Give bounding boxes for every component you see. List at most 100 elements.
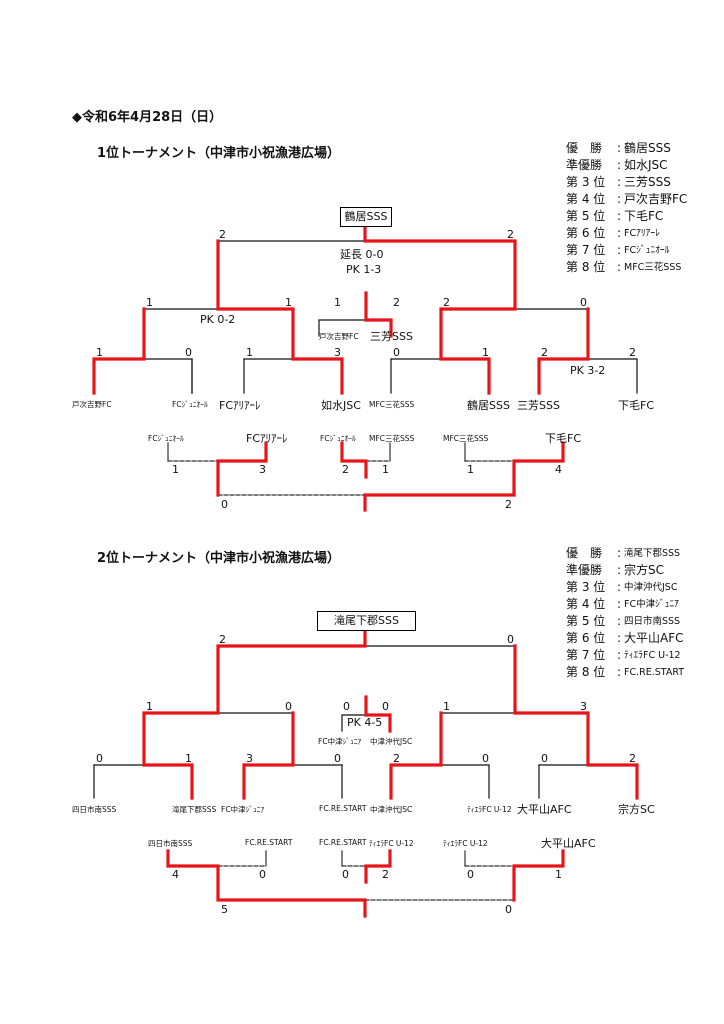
- team-name: MFC三花SSS: [369, 434, 415, 443]
- score: 0: [467, 868, 474, 881]
- score: 0: [96, 752, 103, 765]
- score: 2: [219, 633, 226, 646]
- score: 0: [334, 752, 341, 765]
- score: 3: [580, 700, 587, 713]
- score: 2: [541, 346, 548, 359]
- team-name: 四日市南SSS: [72, 805, 117, 814]
- rank-team: 下毛FC: [624, 209, 664, 223]
- result-row: 優 勝:鶴居SSS: [566, 141, 671, 155]
- result-row: 優 勝:滝尾下郡SSS: [566, 546, 681, 560]
- rank-team: 宗方SC: [624, 563, 664, 577]
- t1-placement-solid: [167, 442, 466, 462]
- team-name: 四日市南SSS: [148, 839, 193, 848]
- score: 1: [172, 463, 179, 476]
- score: 0: [482, 752, 489, 765]
- t1-placement-winner: [216, 441, 565, 512]
- score: 2: [505, 498, 512, 511]
- score: 0: [505, 903, 512, 916]
- rank-label: 第 6 位: [566, 226, 606, 240]
- rank-label: 第 8 位: [566, 260, 606, 274]
- score: 1: [467, 463, 474, 476]
- extra-time-note: 延長 0-0: [340, 248, 384, 261]
- score: 0: [185, 346, 192, 359]
- score: 2: [629, 752, 636, 765]
- result-row: 第 3 位:三芳SSS: [566, 175, 671, 189]
- score: 0: [221, 498, 228, 511]
- rank-label: 第 3 位: [566, 580, 606, 594]
- pk-note: PK 0-2: [200, 313, 236, 326]
- score: 1: [246, 346, 253, 359]
- score: 0: [393, 346, 400, 359]
- score: 2: [507, 228, 514, 241]
- t1-champion-box: 鶴居SSS: [340, 207, 392, 227]
- t2-placement-dashed: [217, 865, 515, 901]
- team-name: 戸次吉野FC: [72, 400, 112, 409]
- result-row: 第 5 位:四日市南SSS: [566, 614, 681, 628]
- rank-label: 第 6 位: [566, 631, 606, 645]
- score: 1: [146, 296, 153, 309]
- score: 2: [443, 296, 450, 309]
- result-row: 第 4 位:FC中津ｼﾞｭﾆｱ: [566, 597, 679, 611]
- team-name: 大平山AFC: [541, 837, 596, 850]
- rank-label: 第 8 位: [566, 665, 606, 679]
- score: 2: [393, 752, 400, 765]
- team-name: 大平山AFC: [517, 803, 572, 816]
- result-row: 第 3 位:中津沖代JSC: [566, 580, 678, 594]
- score: 3: [259, 463, 266, 476]
- score: 1: [96, 346, 103, 359]
- rank-team: FC中津ｼﾞｭﾆｱ: [624, 599, 679, 610]
- score: 4: [172, 868, 179, 881]
- score: 1: [334, 296, 341, 309]
- score: 0: [507, 633, 514, 646]
- t2-winner-lines: [142, 628, 639, 800]
- t2-champion-box: 滝尾下郡SSS: [317, 611, 416, 631]
- score: 2: [393, 296, 400, 309]
- score: 2: [219, 228, 226, 241]
- rank-label: 第 5 位: [566, 209, 606, 223]
- pk-note: PK 1-3: [346, 263, 382, 276]
- score: 0: [580, 296, 587, 309]
- rank-team: 戸次吉野FC: [624, 192, 688, 206]
- rank-label: 第 4 位: [566, 192, 606, 206]
- t1-winner-lines: [92, 224, 590, 395]
- rank-label: 第 7 位: [566, 648, 606, 662]
- team-name: 三芳SSS: [517, 399, 560, 412]
- result-row: 準優勝:宗方SC: [566, 563, 664, 577]
- rank-team: 如水JSC: [624, 158, 668, 172]
- rank-team: 中津沖代JSC: [624, 582, 678, 593]
- rank-team: ﾃｨｴﾗFC U-12: [624, 650, 681, 661]
- team-name: FC.RE.START: [319, 838, 367, 847]
- tournament-2-results: 優 勝:滝尾下郡SSS 準優勝:宗方SC 第 3 位:中津沖代JSC 第 4 位…: [566, 545, 684, 681]
- rank-team: 鶴居SSS: [624, 141, 671, 155]
- team-name: FCｼﾞｭﾆｵｰﾙ: [148, 434, 184, 443]
- rank-team: MFC三花SSS: [624, 262, 682, 273]
- rank-label: 第 4 位: [566, 597, 606, 611]
- tournament-2-title: 2位トーナメント（中津市小祝漁港広場）: [97, 551, 341, 566]
- score: 1: [555, 868, 562, 881]
- rank-label: 準優勝: [566, 563, 603, 577]
- rank-team: 滝尾下郡SSS: [624, 548, 681, 559]
- rank-label: 優 勝: [566, 546, 603, 560]
- team-name: FC中津ｼﾞｭﾆｱ: [318, 737, 362, 746]
- score: 1: [146, 700, 153, 713]
- team-name: FC中津ｼﾞｭﾆｱ: [221, 805, 265, 814]
- result-row: 準優勝:如水JSC: [566, 158, 668, 172]
- team-name: 中津沖代JSC: [370, 805, 413, 814]
- result-row: 第 7 位:ﾃｨｴﾗFC U-12: [566, 648, 681, 662]
- result-row: 第 8 位:MFC三花SSS: [566, 260, 682, 274]
- score: 4: [555, 463, 562, 476]
- pk-note: PK 4-5: [347, 716, 383, 729]
- team-name: MFC三花SSS: [369, 400, 415, 409]
- result-row: 第 7 位:FCｼﾞｭﾆｵｰﾙ: [566, 243, 670, 257]
- t2-placement-winner: [166, 849, 565, 918]
- t2-placement-solid: [265, 850, 466, 867]
- team-name: FCｱﾘｱｰﾚ: [246, 432, 288, 445]
- rank-label: 優 勝: [566, 141, 603, 155]
- result-row: 第 8 位:FC.RE.START: [566, 665, 685, 679]
- score: 0: [342, 868, 349, 881]
- result-row: 第 5 位:下毛FC: [566, 209, 664, 223]
- pk-note: PK 3-2: [570, 364, 606, 377]
- score: 0: [259, 868, 266, 881]
- score: 2: [629, 346, 636, 359]
- rank-label: 準優勝: [566, 158, 603, 172]
